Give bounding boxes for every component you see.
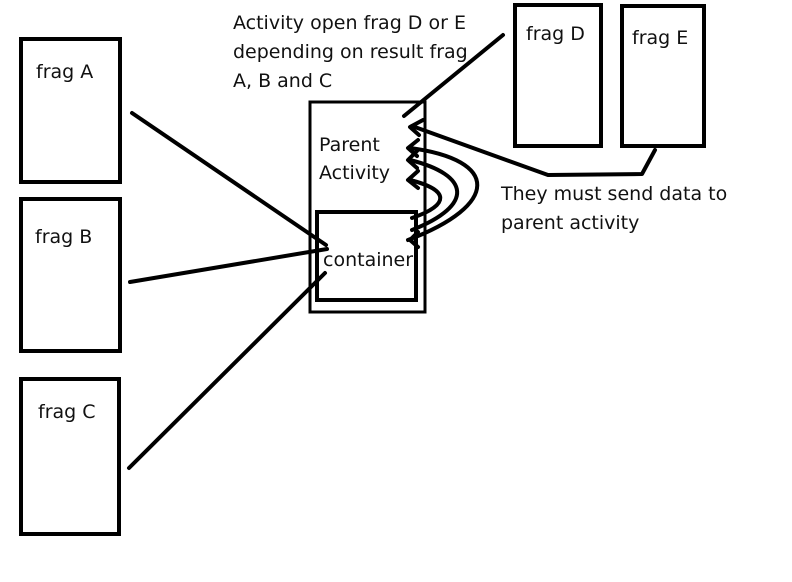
return-arrow-inner-head <box>406 169 420 190</box>
frag-e-box <box>620 4 706 148</box>
frag-e-label: frag E <box>632 27 689 49</box>
frag-e-to-parent-line <box>410 124 657 177</box>
container-label: container <box>323 249 414 271</box>
frag-b-to-container-line <box>128 247 329 284</box>
container-box <box>315 210 418 302</box>
frag-c-to-container-line <box>127 271 327 470</box>
return-arrow-middle <box>408 158 460 232</box>
top-note-line2: depending on result frag <box>233 41 468 63</box>
frag-c-box <box>19 377 121 536</box>
frag-b-label: frag B <box>35 226 93 248</box>
frag-d-label: frag D <box>526 23 585 45</box>
right-note-line1: They must send data to <box>501 183 728 205</box>
frag-a-label: frag A <box>36 61 94 83</box>
return-arrow-inner <box>408 178 443 220</box>
frag-a-to-container-line <box>130 111 328 247</box>
parent-activity-box <box>308 100 427 314</box>
top-note-line3: A, B and C <box>233 70 333 92</box>
return-arrow-outer <box>406 146 480 242</box>
return-arrow-middle-head <box>406 149 419 170</box>
frag-e-arrowhead <box>408 118 425 137</box>
frag-c-label: frag C <box>38 401 96 423</box>
container-side-arrow <box>408 230 420 249</box>
top-note-line1: Activity open frag D or E <box>233 12 466 34</box>
frag-b-box <box>19 197 122 353</box>
frag-d-box <box>513 3 603 148</box>
parent-activity-label-line2: Activity <box>319 162 391 184</box>
parent-activity-label-line1: Parent <box>319 134 380 156</box>
right-note-line2: parent activity <box>501 212 640 234</box>
parent-to-frag-d-line <box>402 33 505 118</box>
frag-a-box <box>19 37 122 184</box>
